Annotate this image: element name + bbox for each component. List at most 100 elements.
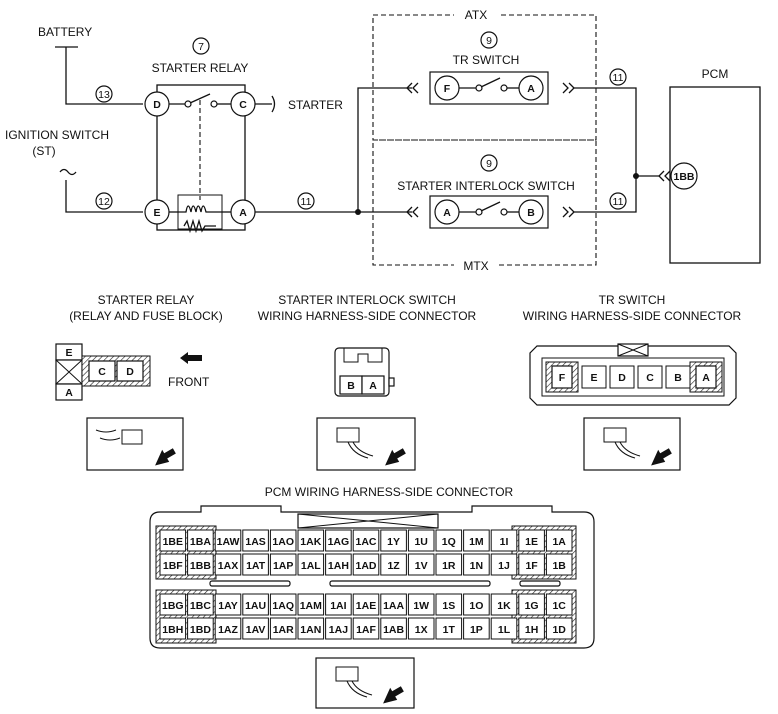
pcm-pin-label: 1AJ	[329, 624, 348, 636]
interlock-pin-b-label: B	[527, 207, 535, 219]
pcm-pin-label: 1AT	[246, 560, 266, 572]
tr-left-connector-icon	[406, 82, 419, 94]
pcm-pin-label: 1AB	[383, 624, 404, 636]
tr-conn-pin-e	[581, 365, 607, 389]
starter-relay-number	[192, 37, 210, 55]
pcm-pin-cell	[214, 593, 242, 616]
pcm-pin-cell	[159, 593, 187, 616]
tr-right-connector-icon	[562, 82, 575, 94]
pcm-pin-label: 1J	[498, 560, 510, 572]
pcm-pin-label: 1BD	[190, 624, 211, 636]
pcm-pin-label: 1B	[552, 560, 566, 572]
relay-conn-pin-a-label: A	[65, 387, 73, 399]
pcm-label: PCM	[702, 67, 729, 81]
relay-coil-icon	[178, 205, 222, 213]
pcm-pin-label: 1M	[469, 536, 484, 548]
tr-conn-pin-b-label: B	[674, 372, 682, 384]
pcm-pin-label: 1AK	[300, 536, 321, 548]
pcm-pin-cell	[352, 529, 380, 552]
wire-12-marker	[95, 192, 113, 210]
tr-conn-pin-a-label: A	[702, 372, 710, 384]
pcm-pin-cell	[380, 529, 407, 552]
pcm-pin-label: 1W	[413, 600, 429, 612]
starter-relay-number-text: 7	[198, 41, 204, 53]
pcm-pin-label: 1U	[414, 536, 427, 548]
ignition-switch-label: IGNITION SWITCH	[5, 128, 109, 142]
tr-connector-thumbnail	[583, 417, 681, 471]
pcm-connector-title: PCM WIRING HARNESS-SIDE CONNECTOR	[265, 485, 514, 499]
pcm-pin-label: 1AS	[245, 536, 265, 548]
relay-conn-pin-e-label: E	[65, 347, 72, 359]
pcm-pin-cell	[463, 553, 490, 576]
pcm-pin-label: 1AG	[328, 536, 350, 548]
pcm-pin-cell	[545, 553, 573, 576]
pcm-pin-cell	[269, 553, 297, 576]
pcm-pin-label: 1Q	[442, 536, 456, 548]
pcm-pin-label: 1BE	[163, 536, 183, 548]
front-arrow-icon	[180, 352, 202, 364]
interlock-number	[480, 154, 498, 172]
interlock-connector-title-1: STARTER INTERLOCK SWITCH	[278, 293, 456, 307]
interlock-conn-pin-a-label: A	[369, 380, 377, 392]
starter-label: STARTER	[288, 98, 343, 112]
tr-switch-label: TR SWITCH	[453, 53, 520, 67]
pcm-pin-label: 1BH	[162, 624, 183, 636]
relay-conn-pin-c	[88, 360, 116, 382]
pcm-pin-cell	[380, 593, 407, 616]
interlock-left-connector-icon	[406, 206, 419, 218]
tr-conn-pin-d	[609, 365, 635, 389]
pcm-pin-cell	[490, 529, 518, 552]
pcm-pin-label: 1Z	[387, 560, 400, 572]
interlock-conn-pin-b-label: B	[347, 380, 355, 392]
pcm-pin-label: 1BA	[190, 536, 211, 548]
pcm-pin-label: 1A	[552, 536, 566, 548]
wire-12-label: 12	[98, 196, 110, 208]
pcm-pin-label: 1AQ	[272, 600, 294, 612]
relay-contact-right	[210, 100, 218, 108]
tr-switch-number	[480, 31, 498, 49]
pcm-pin-cell	[490, 553, 518, 576]
relay-pin-e	[144, 199, 170, 225]
relay-pin-c-label: C	[239, 99, 247, 111]
pcm-pin-cell	[490, 593, 518, 616]
interlock-connector-thumbnail	[316, 417, 416, 471]
pcm-pin-label: 1S	[442, 600, 455, 612]
pcm-pin-cell	[545, 593, 573, 616]
interlock-pin-b	[518, 199, 544, 225]
pcm-pin-label: 1X	[415, 624, 428, 636]
atx-label: ATX	[465, 8, 487, 22]
pcm-pin-label: 1AU	[245, 600, 266, 612]
pcm-pin-label: 1T	[443, 624, 456, 636]
relay-contact-left	[184, 100, 192, 108]
tr-switch-blade	[480, 77, 501, 88]
pcm-pin-cell	[297, 617, 325, 640]
mtx-label: MTX	[463, 259, 488, 273]
battery-wire	[65, 47, 143, 105]
tr-pin-a	[518, 75, 544, 101]
pcm-pin-label: 1AP	[273, 560, 293, 572]
wire-13-label: 13	[98, 89, 110, 101]
pcm-pin-cell	[518, 617, 545, 640]
pcm-pin-label: 1AL	[301, 560, 321, 572]
pcm-pin-cell	[463, 617, 490, 640]
pcm-pin-cell	[407, 529, 435, 552]
pcm-pin-cell	[463, 593, 490, 616]
pcm-pin-label: 1AA	[383, 600, 404, 612]
tr-conn-pin-c	[637, 365, 663, 389]
tr-connector-title-1: TR SWITCH	[599, 293, 666, 307]
pcm-pin-label: 1H	[525, 624, 538, 636]
pcm-pin-cell	[545, 529, 573, 552]
pcm-pin-cell	[352, 617, 380, 640]
pcm-pin-label: 1N	[470, 560, 483, 572]
pcm-pin-cell	[380, 617, 407, 640]
pcm-pin-cell	[325, 553, 352, 576]
starter-break-symbol	[271, 95, 276, 113]
pcm-pin-cell	[380, 553, 407, 576]
interlock-conn-pin-a	[361, 375, 385, 395]
relay-pin-a-label: A	[239, 207, 247, 219]
pcm-pin-label: 1AX	[218, 560, 238, 572]
pcm-pin-label: 1AF	[356, 624, 376, 636]
wire-13-marker	[95, 85, 113, 103]
pcm-pin-label: 1AO	[272, 536, 294, 548]
